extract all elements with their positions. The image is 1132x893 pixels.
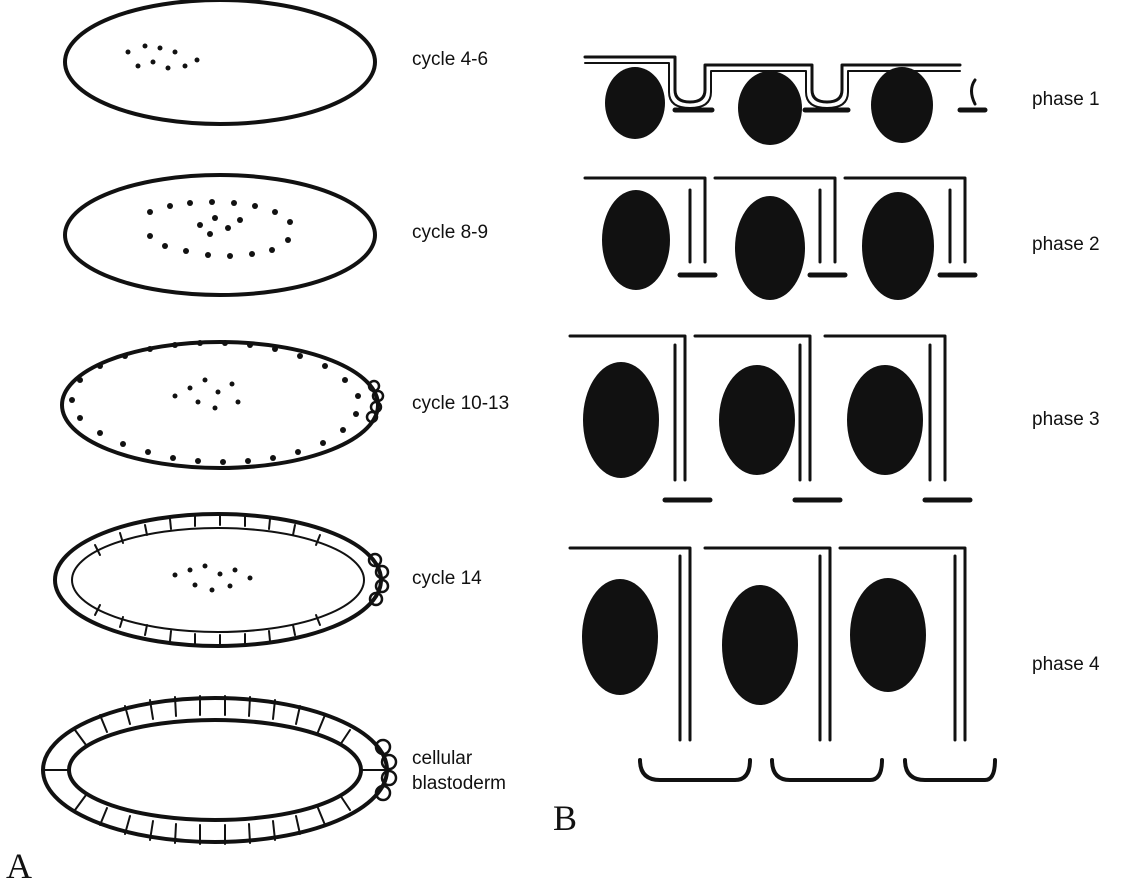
phase-label-2: phase 2 xyxy=(1032,233,1100,257)
stage-label-cellular: cellular xyxy=(412,747,472,771)
nuclei xyxy=(583,362,923,478)
embryo-cycle-4-6 xyxy=(65,0,375,124)
embryo-cellular-blastoderm xyxy=(43,696,396,844)
phase-label-3: phase 3 xyxy=(1032,408,1100,432)
pole-cells xyxy=(369,554,388,605)
stage-label-cycle-4-6: cycle 4-6 xyxy=(412,48,488,72)
nuclei xyxy=(582,578,926,705)
nuclei-cluster xyxy=(126,44,200,71)
nuclei xyxy=(602,190,934,300)
embryo-cycle-10-13 xyxy=(62,340,383,468)
yolk-nuclei xyxy=(173,564,253,593)
cellularization-phase-1 xyxy=(585,57,985,145)
cellularization-phase-4 xyxy=(570,548,995,780)
cellularization-phase-2 xyxy=(585,178,975,300)
nuclei-ring xyxy=(147,199,293,259)
phase-label-1: phase 1 xyxy=(1032,88,1100,112)
phase-label-4: phase 4 xyxy=(1032,653,1100,677)
nuclei xyxy=(605,67,933,145)
embryo-cycle-8-9 xyxy=(65,175,375,295)
stage-label-cycle-14: cycle 14 xyxy=(412,567,482,591)
panel-letter-b: B xyxy=(553,800,577,836)
panel-letter-a: A xyxy=(6,848,32,884)
embryo-cycle-14 xyxy=(55,514,388,646)
stage-label-cycle-8-9: cycle 8-9 xyxy=(412,221,488,245)
cellularization-phase-3 xyxy=(570,336,970,500)
stage-label-blastoderm: blastoderm xyxy=(412,772,506,796)
stage-label-cycle-10-13: cycle 10-13 xyxy=(412,392,509,416)
